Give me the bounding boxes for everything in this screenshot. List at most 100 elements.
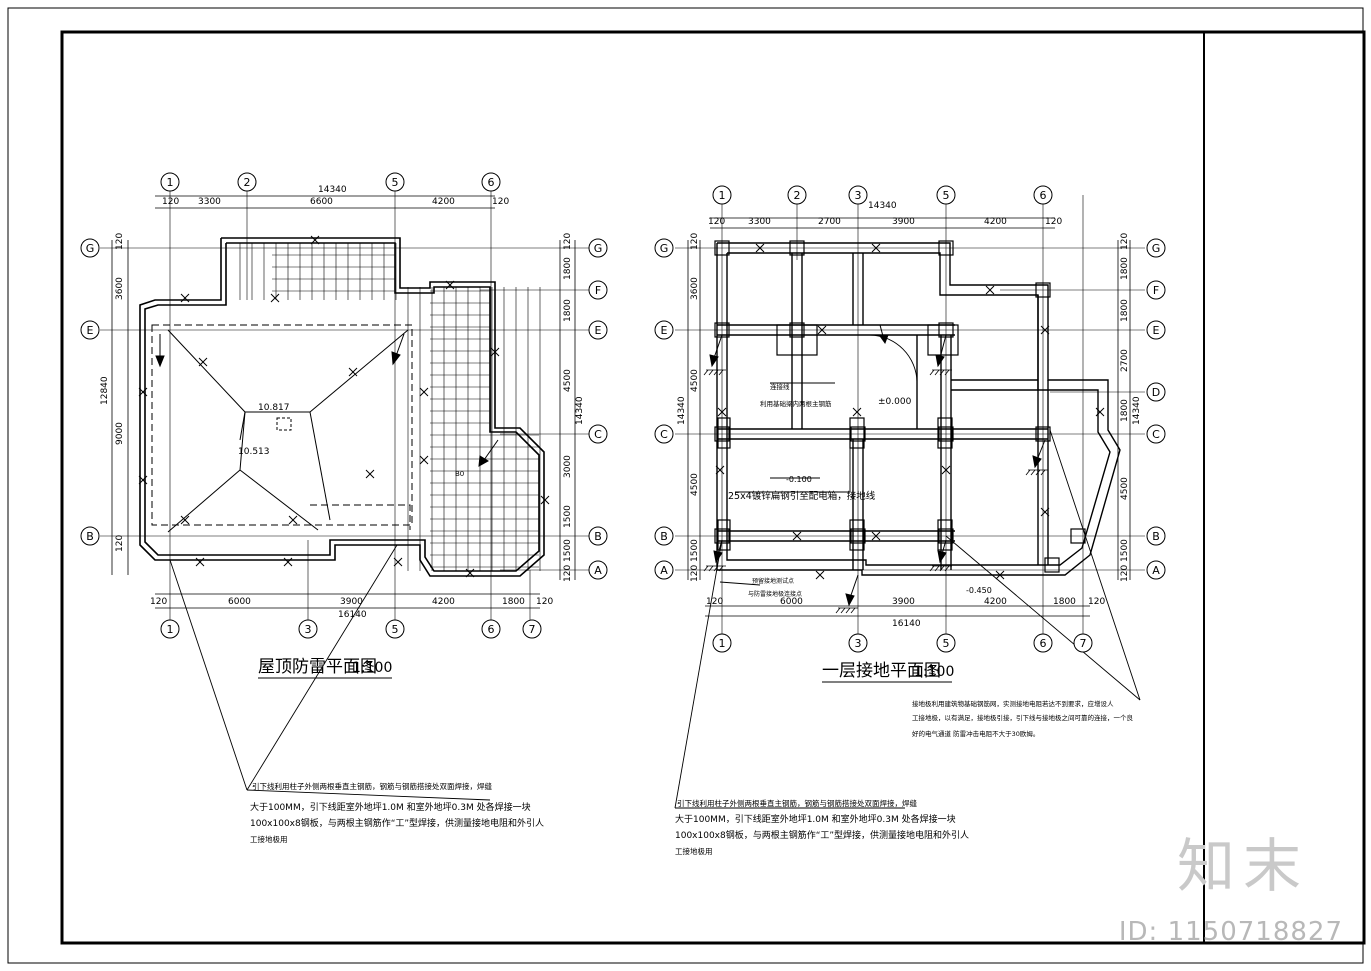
svg-text:1500: 1500 (563, 505, 573, 528)
svg-text:120: 120 (563, 233, 573, 250)
left-note-line4: 工接地极用 (250, 834, 288, 844)
axis-bubble-right: B (588, 526, 608, 546)
svg-text:6: 6 (488, 623, 495, 636)
right-plan-title: 一层接地平面图 (822, 661, 941, 681)
svg-text:G: G (594, 242, 603, 255)
axis-bubble-bottom: 5 (385, 619, 405, 639)
dim-bottom-total: 16140 (892, 619, 921, 629)
svg-text:E: E (661, 324, 668, 337)
elevation-a: -0.100 (786, 475, 812, 484)
axis-bubble-bottom: 6 (1033, 633, 1053, 653)
svg-text:5: 5 (943, 189, 950, 202)
left-plan-scale: 1:100 (352, 660, 392, 676)
svg-text:4500: 4500 (690, 473, 700, 496)
svg-text:3300: 3300 (198, 197, 221, 207)
dim-top-total: 14340 (318, 185, 347, 195)
svg-text:120: 120 (563, 565, 573, 582)
axis-bubble-bottom: 3 (848, 633, 868, 653)
svg-text:3900: 3900 (892, 597, 915, 607)
connect-label-1: 连接线 (770, 382, 790, 391)
axis-bubble-top: 3 (848, 185, 868, 205)
axis-bubble-right: C (1146, 424, 1166, 444)
svg-text:120: 120 (1088, 597, 1105, 607)
axis-bubble-right: D (1146, 382, 1166, 402)
svg-text:120: 120 (1045, 217, 1062, 227)
svg-text:120: 120 (706, 597, 723, 607)
axis-bubble-top: 6 (481, 172, 501, 192)
svg-text:1: 1 (167, 176, 174, 189)
axis-bubble-left: B (654, 526, 674, 546)
watermark-logo: 知末 (1176, 832, 1309, 900)
axis-bubble-bottom: 3 (298, 619, 318, 639)
svg-text:120: 120 (708, 217, 725, 227)
svg-text:3: 3 (855, 637, 862, 650)
right-note-line2: 大于100MM，引下线距室外地坪1.0M 和室外地坪0.3M 处各焊接一块 (675, 813, 956, 825)
svg-text:120: 120 (690, 565, 700, 582)
dim-left-total: 12840 (100, 376, 110, 405)
svg-text:1800: 1800 (563, 257, 573, 280)
svg-text:2700: 2700 (1120, 349, 1130, 372)
svg-text:6000: 6000 (228, 597, 251, 607)
right-note-r-line1: 接地极利用建筑物基础钢筋网，实测接地电阻若达不到要求，应增设人 (912, 699, 1114, 708)
svg-text:1800: 1800 (563, 299, 573, 322)
svg-text:G: G (86, 242, 95, 255)
axis-bubble-right: A (1146, 560, 1166, 580)
svg-text:120: 120 (1120, 233, 1130, 250)
elevation-floor: ±0.000 (878, 397, 912, 407)
connect-label-2: 利用基础梁内两根主钢筋 (760, 399, 832, 408)
elevation-b: -0.450 (966, 586, 992, 595)
svg-text:D: D (1152, 386, 1160, 399)
svg-text:E: E (1153, 324, 1160, 337)
steel-label: 25x4镀锌扁钢引至配电箱，接地线 (728, 490, 876, 502)
axis-bubble-left: E (654, 320, 674, 340)
axis-bubble-top: 1 (712, 185, 732, 205)
svg-text:A: A (594, 564, 602, 577)
svg-text:120: 120 (536, 597, 553, 607)
svg-text:4200: 4200 (984, 217, 1007, 227)
axis-bubble-left: G (654, 238, 674, 258)
svg-text:120: 120 (690, 233, 700, 250)
axis-bubble-top: 2 (787, 185, 807, 205)
right-plan-scale: 1:100 (914, 664, 954, 680)
svg-text:7: 7 (1080, 637, 1087, 650)
svg-text:4200: 4200 (432, 597, 455, 607)
axis-bubble-left: B (80, 526, 100, 546)
axis-bubble-bottom: 1 (160, 619, 180, 639)
svg-text:1500: 1500 (1120, 539, 1130, 562)
svg-text:120: 120 (115, 233, 125, 250)
svg-text:A: A (1152, 564, 1160, 577)
svg-text:1800: 1800 (1120, 257, 1130, 280)
axis-bubble-right: F (588, 280, 608, 300)
axis-bubble-left: A (654, 560, 674, 580)
svg-text:4200: 4200 (984, 597, 1007, 607)
svg-text:1800: 1800 (1053, 597, 1076, 607)
terrace-label: B0 (455, 470, 464, 478)
left-note-line3: 100x100x8钢板，与两根主钢筋作“工”型焊接，供测量接地电阻和外引人 (250, 817, 544, 829)
axis-bubble-top: 6 (1033, 185, 1053, 205)
right-note-line1: 引下线利用柱子外侧两根垂直主钢筋，钢筋与钢筋搭接处双面焊接，焊缝 (677, 798, 917, 808)
dim-top-total: 14340 (868, 201, 897, 211)
svg-text:E: E (595, 324, 602, 337)
svg-text:3600: 3600 (115, 277, 125, 300)
svg-text:3600: 3600 (690, 277, 700, 300)
svg-text:G: G (1152, 242, 1161, 255)
axis-bubble-left: C (654, 424, 674, 444)
svg-text:4500: 4500 (563, 369, 573, 392)
svg-text:B: B (86, 530, 94, 543)
axis-bubble-bottom: 5 (936, 633, 956, 653)
drawing-frame (60, 30, 1366, 945)
axis-bubble-left: G (80, 238, 100, 258)
svg-text:2: 2 (244, 176, 251, 189)
svg-text:120: 120 (492, 197, 509, 207)
ground-label-2: 与防雷接地极连接点 (748, 590, 802, 598)
svg-text:6: 6 (1040, 637, 1047, 650)
svg-text:1800: 1800 (1120, 299, 1130, 322)
svg-text:1500: 1500 (563, 539, 573, 562)
axis-bubble-bottom: 6 (481, 619, 501, 639)
svg-text:6600: 6600 (310, 197, 333, 207)
axis-bubble-left: E (80, 320, 100, 340)
svg-text:6: 6 (1040, 189, 1047, 202)
